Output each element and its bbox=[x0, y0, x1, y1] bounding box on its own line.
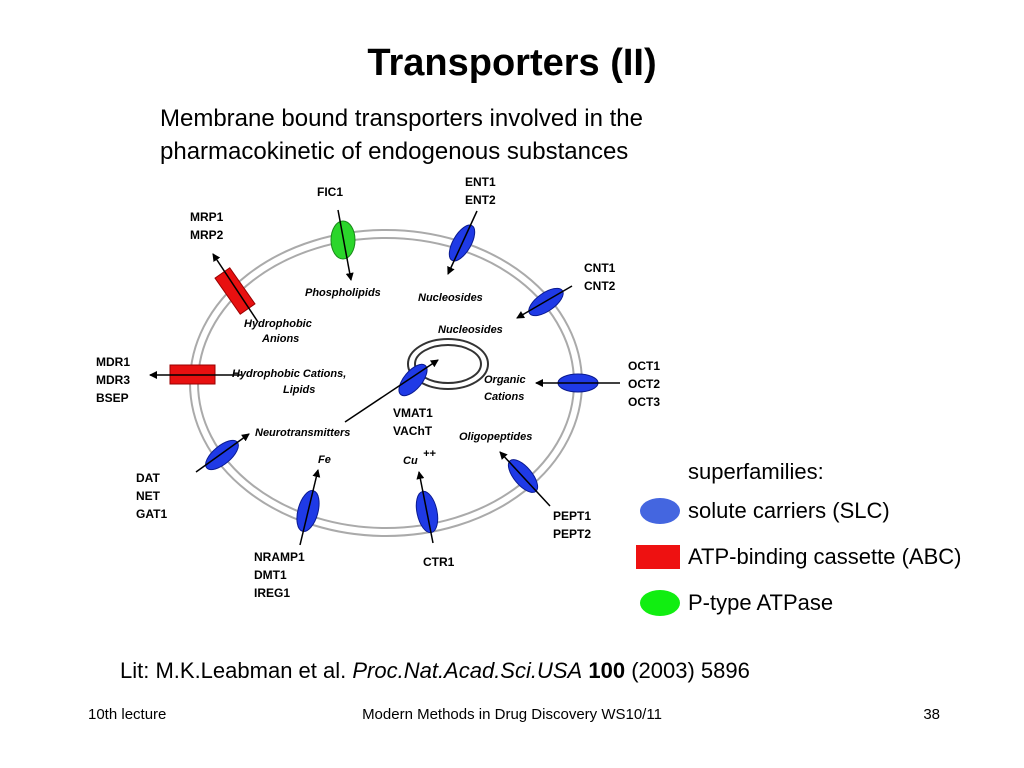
citation-prefix: Lit: M.K.Leabman et al. bbox=[120, 658, 347, 683]
label-ent2: ENT2 bbox=[465, 193, 496, 207]
substrate-oligopeptides: Oligopeptides bbox=[459, 431, 532, 443]
label-bsep: BSEP bbox=[96, 391, 129, 405]
label-dat: DAT bbox=[136, 471, 160, 485]
substrate-hydrophobic-cations: Hydrophobic Cations, bbox=[232, 368, 346, 380]
ctr1-arrow bbox=[416, 471, 434, 544]
label-oct3: OCT3 bbox=[628, 395, 660, 409]
substrate-neurotransmitters: Neurotransmitters bbox=[255, 427, 350, 439]
label-ctr1: CTR1 bbox=[423, 555, 455, 569]
footer-page-number: 38 bbox=[923, 706, 940, 723]
ent-arrow bbox=[447, 210, 478, 275]
label-oct1: OCT1 bbox=[628, 359, 660, 373]
label-pept2: PEPT2 bbox=[553, 527, 591, 541]
substrate-hydrophobic-anions: Hydrophobic bbox=[244, 318, 312, 330]
literature-citation: Lit: M.K.Leabman et al. Proc.Nat.Acad.Sc… bbox=[120, 658, 750, 684]
label-pept1: PEPT1 bbox=[553, 509, 591, 523]
ptype-swatch bbox=[640, 590, 680, 616]
substrate-nucleosides-cnt: Nucleosides bbox=[438, 324, 503, 336]
subtitle-line-1: Membrane bound transporters involved in … bbox=[160, 105, 643, 132]
label-gat1: GAT1 bbox=[136, 507, 167, 521]
label-mrp2: MRP2 bbox=[190, 228, 224, 242]
slc-swatch bbox=[640, 498, 680, 524]
mrp-arrow bbox=[212, 253, 259, 323]
label-mdr1: MDR1 bbox=[96, 355, 130, 369]
dat-arrow bbox=[195, 433, 250, 473]
legend-label-abc: ATP-binding cassette (ABC) bbox=[688, 544, 962, 569]
label-ent1: ENT1 bbox=[465, 175, 496, 189]
label-dmt1: DMT1 bbox=[254, 568, 287, 582]
subtitle-line-2: pharmacokinetic of endogenous substances bbox=[160, 138, 629, 165]
pept-arrow bbox=[499, 451, 551, 507]
nramp-arrow bbox=[299, 469, 321, 546]
vmat-arrow bbox=[344, 359, 439, 423]
cnt-arrow bbox=[516, 285, 573, 319]
legend-item-ptype: P-type ATPase bbox=[636, 580, 1021, 626]
substrate-nucleosides-ent: Nucleosides bbox=[418, 292, 483, 304]
citation-suffix: (2003) 5896 bbox=[631, 658, 750, 683]
fic1-arrow bbox=[337, 209, 354, 281]
substrate-phospholipids: Phospholipids bbox=[305, 287, 381, 299]
label-mdr3: MDR3 bbox=[96, 373, 130, 387]
footer-course: Modern Methods in Drug Discovery WS10/11 bbox=[362, 706, 662, 723]
legend-label-ptype: P-type ATPase bbox=[688, 590, 834, 615]
superfamily-legend: superfamilies: solute carriers (SLC) ATP… bbox=[636, 456, 1021, 626]
citation-journal: Proc.Nat.Acad.Sci.USA bbox=[352, 658, 583, 683]
vesicle-inner bbox=[414, 344, 482, 384]
cnt-transporter bbox=[528, 287, 564, 317]
citation-volume: 100 bbox=[588, 658, 626, 683]
label-vacht: VAChT bbox=[393, 424, 433, 438]
legend-item-slc: solute carriers (SLC) bbox=[636, 488, 1021, 534]
slide-title: Transporters (II) bbox=[367, 42, 657, 84]
substrate-cu: Cu bbox=[403, 455, 418, 467]
label-nramp1: NRAMP1 bbox=[254, 550, 305, 564]
substrate-cu-charge: ++ bbox=[423, 448, 436, 460]
label-cnt2: CNT2 bbox=[584, 279, 616, 293]
vmat-transporter bbox=[398, 363, 428, 397]
legend-item-abc: ATP-binding cassette (ABC) bbox=[636, 534, 1021, 580]
substrate-fe: Fe bbox=[318, 454, 331, 466]
label-oct2: OCT2 bbox=[628, 377, 660, 391]
label-net: NET bbox=[136, 489, 161, 503]
substrate-cations: Cations bbox=[484, 391, 524, 403]
dat-transporter bbox=[205, 439, 239, 471]
substrate-organic: Organic bbox=[484, 374, 526, 386]
abc-swatch bbox=[636, 545, 680, 569]
substrate-anions: Anions bbox=[261, 333, 299, 345]
substrate-lipids: Lipids bbox=[283, 384, 315, 396]
label-mrp1: MRP1 bbox=[190, 210, 224, 224]
label-fic1: FIC1 bbox=[317, 185, 343, 199]
slide-subtitle: Membrane bound transporters involved in … bbox=[160, 102, 643, 168]
legend-label-slc: solute carriers (SLC) bbox=[688, 498, 890, 523]
vesicle-outer bbox=[407, 338, 489, 390]
label-ireg1: IREG1 bbox=[254, 586, 290, 600]
legend-heading: superfamilies: bbox=[688, 459, 824, 484]
footer-lecture: 10th lecture bbox=[88, 706, 167, 723]
label-cnt1: CNT1 bbox=[584, 261, 616, 275]
label-vmat1: VMAT1 bbox=[393, 406, 433, 420]
